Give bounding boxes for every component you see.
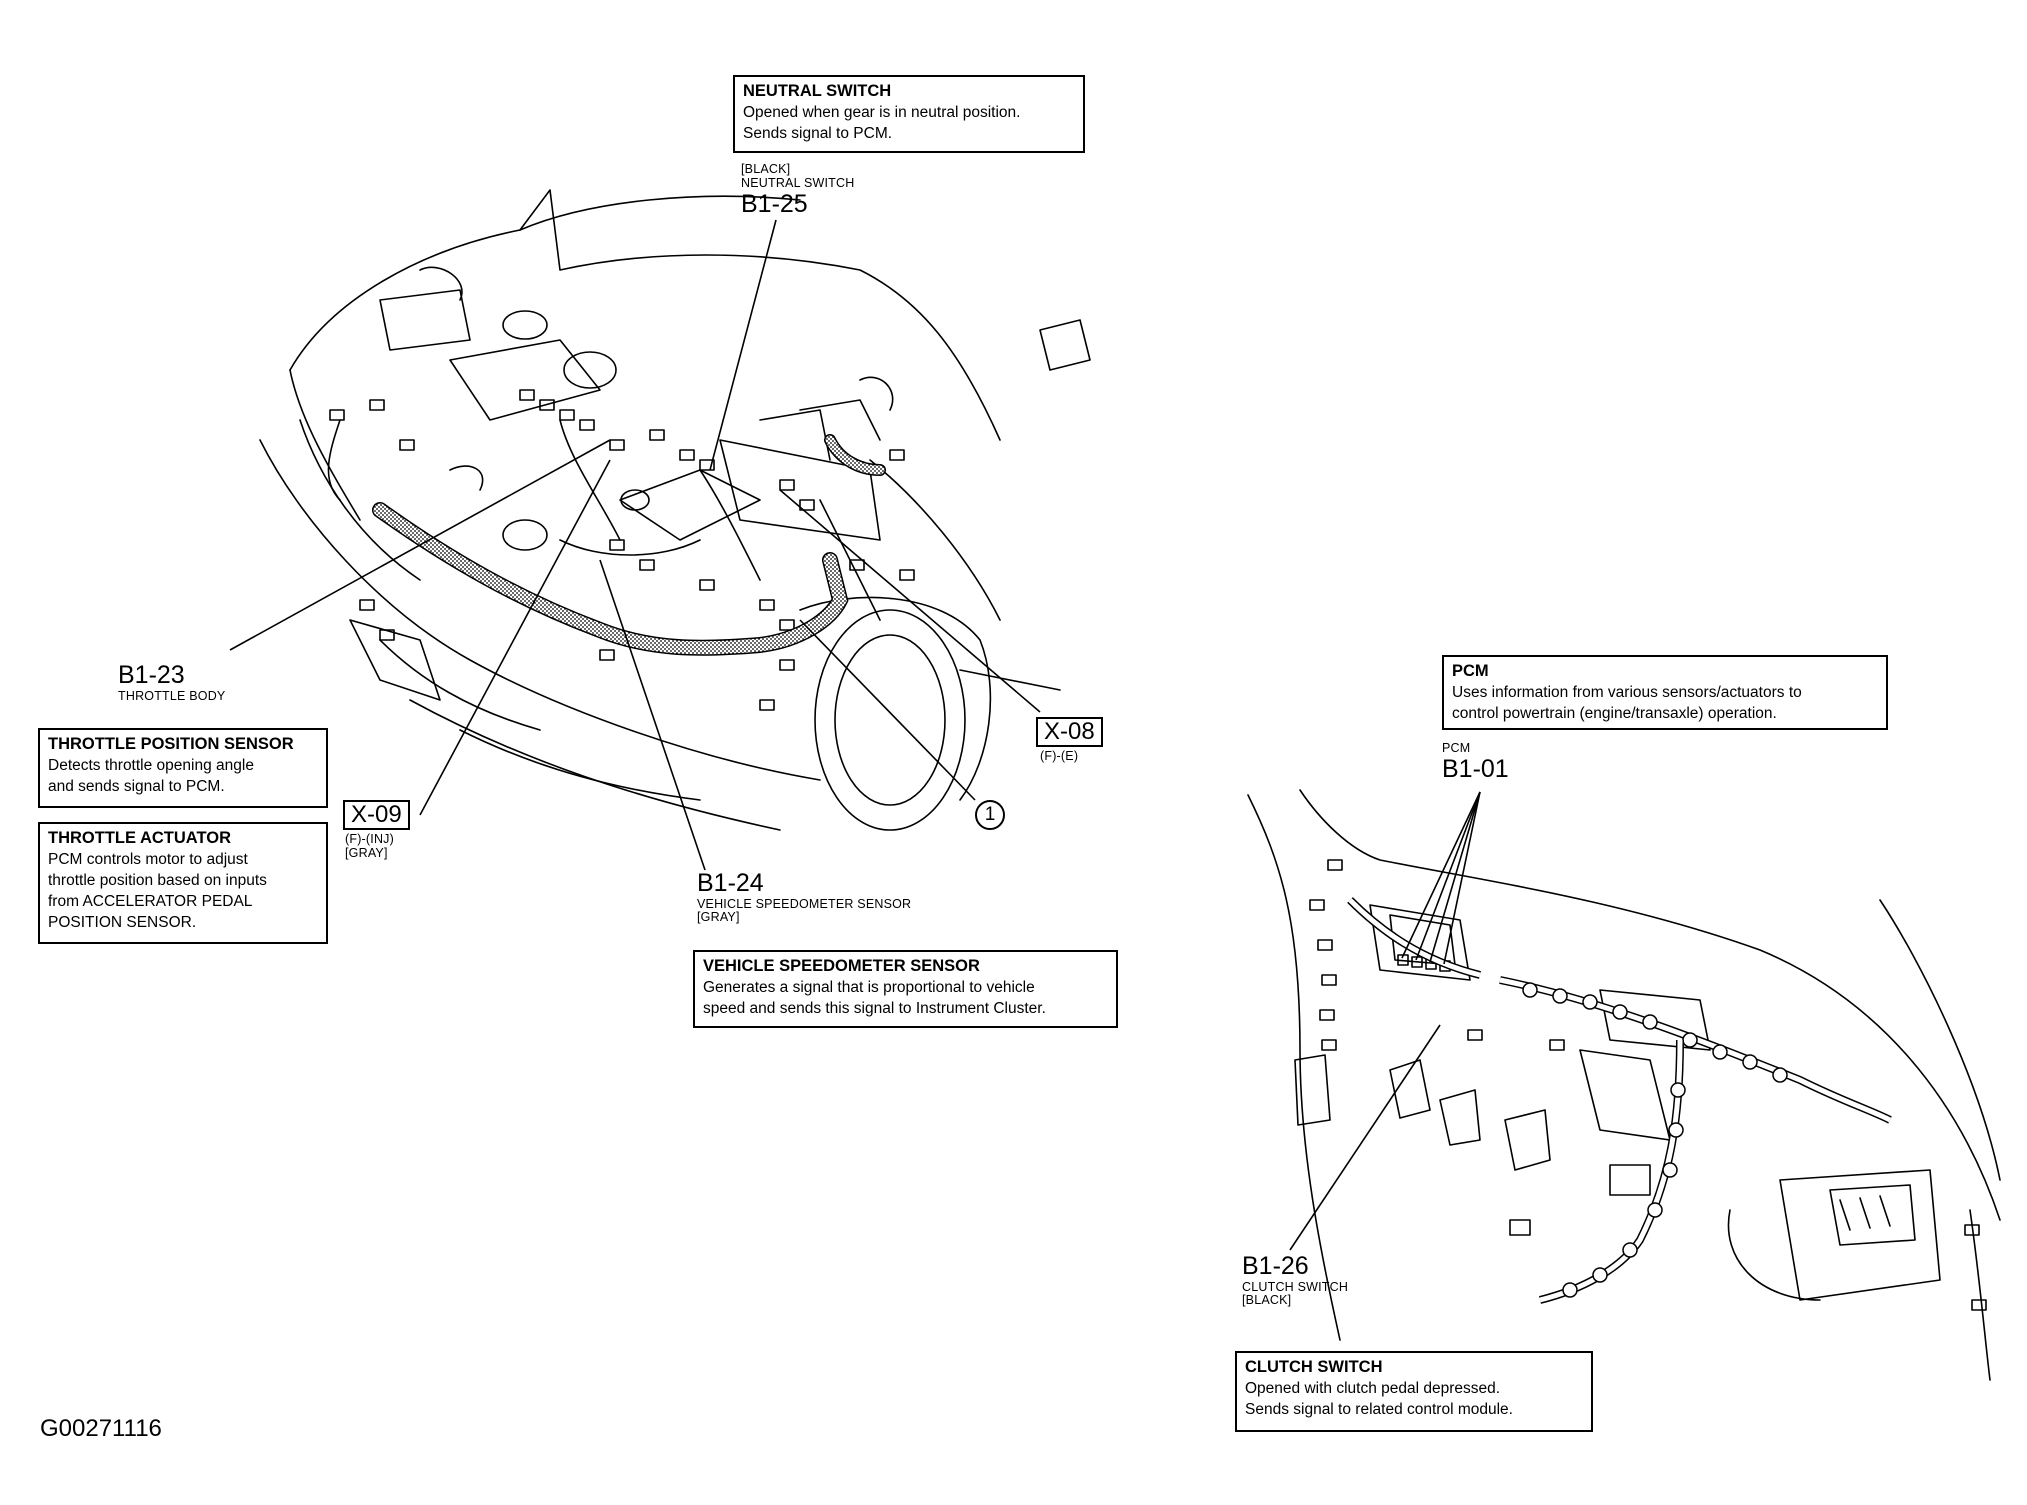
callout-line: Sends signal to related control module.: [1245, 1401, 1513, 1418]
callout-clutch-switch: CLUTCH SWITCH Opened with clutch pedal d…: [1235, 1351, 1593, 1432]
callout-line: Sends signal to PCM.: [743, 125, 893, 142]
figure-id: G00271116: [40, 1415, 162, 1442]
callout-line: Opened when gear is in neutral position.: [743, 104, 1021, 121]
label-b1-25: [BLACK] NEUTRAL SWITCH B1-25: [741, 162, 855, 218]
label-b1-23: B1-23 THROTTLE BODY: [118, 661, 226, 703]
connector-x-09: X-09: [343, 800, 410, 830]
callout-line: Generates a signal that is proportional …: [703, 979, 1035, 996]
callout-line: Detects throttle opening angle: [48, 757, 254, 774]
callout-line: Uses information from various sensors/ac…: [1452, 684, 1802, 701]
label-color: [BLACK]: [1242, 1293, 1292, 1308]
callout-line: from ACCELERATOR PEDAL: [48, 893, 253, 910]
callout-line: control powertrain (engine/transaxle) op…: [1452, 705, 1777, 722]
engine-bay-illustration: [259, 189, 1091, 831]
label-name: VEHICLE SPEEDOMETER SENSOR: [697, 896, 912, 911]
callout-line: POSITION SENSOR.: [48, 914, 197, 931]
label-name: CLUTCH SWITCH: [1242, 1279, 1349, 1294]
label-name: NEUTRAL SWITCH: [741, 175, 855, 190]
label-code: B1-23: [118, 661, 185, 689]
dashboard-harness: [1347, 897, 1892, 1304]
label-b1-01: PCM B1-01: [1442, 741, 1509, 783]
label-code: B1-26: [1242, 1252, 1309, 1280]
callout-line: Opened with clutch pedal depressed.: [1245, 1380, 1501, 1397]
callout-neutral-switch: NEUTRAL SWITCH Opened when gear is in ne…: [733, 75, 1085, 153]
label-code: B1-24: [697, 869, 764, 897]
callout-title: THROTTLE POSITION SENSOR: [48, 735, 294, 753]
label-code: B1-01: [1442, 754, 1509, 783]
callout-title: PCM: [1452, 662, 1489, 680]
callout-line: PCM controls motor to adjust: [48, 851, 248, 868]
callout-line: and sends signal to PCM.: [48, 778, 225, 795]
callout-title: CLUTCH SWITCH: [1245, 1358, 1383, 1376]
label-code: B1-25: [741, 189, 808, 218]
label-name: PCM: [1442, 741, 1471, 755]
callout-title: NEUTRAL SWITCH: [743, 82, 892, 100]
label-b1-24: B1-24 VEHICLE SPEEDOMETER SENSOR [GRAY]: [697, 869, 912, 925]
callout-vehicle-speedometer-sensor: VEHICLE SPEEDOMETER SENSOR Generates a s…: [693, 950, 1118, 1028]
label-b1-26: B1-26 CLUTCH SWITCH [BLACK]: [1242, 1252, 1349, 1308]
callout-throttle-actuator: THROTTLE ACTUATOR PCM controls motor to …: [38, 822, 328, 944]
callout-throttle-position-sensor: THROTTLE POSITION SENSOR Detects throttl…: [38, 728, 328, 808]
engine-leader-lines: [229, 219, 1041, 871]
dashboard-leader-lines: [1289, 791, 1481, 1251]
label-name: THROTTLE BODY: [118, 688, 226, 703]
callout-line: throttle position based on inputs: [48, 872, 267, 889]
dashboard-illustration: [1247, 789, 2001, 1381]
connector-sub-label: (F)-(INJ): [345, 832, 394, 846]
callout-title: VEHICLE SPEEDOMETER SENSOR: [703, 957, 980, 975]
callout-line: speed and sends this signal to Instrumen…: [703, 1000, 1046, 1017]
connector-sub-label: [GRAY]: [345, 845, 388, 860]
connector-sub-label: (F)-(E): [1040, 749, 1079, 763]
callout-pcm: PCM Uses information from various sensor…: [1442, 655, 1888, 730]
connector-x-08: X-08: [1036, 717, 1103, 747]
label-color: [GRAY]: [697, 910, 740, 925]
callout-title: THROTTLE ACTUATOR: [48, 829, 232, 847]
connector-x-08-sub: (F)-(E): [1040, 749, 1079, 764]
connector-x-09-sub: (F)-(INJ) [GRAY]: [345, 832, 394, 861]
label-color: [BLACK]: [741, 162, 791, 176]
reference-marker-1: 1: [975, 800, 1005, 830]
